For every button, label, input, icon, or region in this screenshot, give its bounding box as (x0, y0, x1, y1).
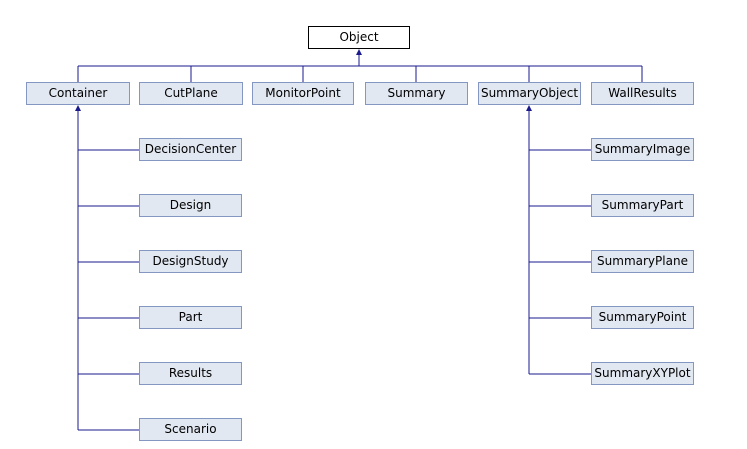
node-object[interactable]: Object (308, 26, 410, 49)
edge-container-children (75, 105, 140, 431)
node-part[interactable]: Part (139, 306, 242, 329)
node-results[interactable]: Results (139, 362, 242, 385)
node-summary[interactable]: Summary (365, 82, 468, 105)
node-summaryxyplot[interactable]: SummaryXYPlot (591, 362, 694, 385)
node-design[interactable]: Design (139, 194, 242, 217)
node-container[interactable]: Container (26, 82, 130, 105)
arrowhead-container (75, 105, 81, 111)
node-cutplane[interactable]: CutPlane (139, 82, 243, 105)
node-summarypoint[interactable]: SummaryPoint (591, 306, 694, 329)
node-decisioncenter[interactable]: DecisionCenter (139, 138, 242, 161)
arrowhead-object (356, 49, 362, 55)
node-summaryobject[interactable]: SummaryObject (478, 82, 581, 105)
node-summarypart[interactable]: SummaryPart (591, 194, 694, 217)
node-monitorpoint[interactable]: MonitorPoint (252, 82, 354, 105)
edge-object-level1 (77, 49, 643, 82)
node-summaryimage[interactable]: SummaryImage (591, 138, 694, 161)
node-wallresults[interactable]: WallResults (591, 82, 694, 105)
node-designstudy[interactable]: DesignStudy (139, 250, 242, 273)
node-summaryplane[interactable]: SummaryPlane (591, 250, 694, 273)
node-scenario[interactable]: Scenario (139, 418, 242, 441)
edge-summaryobject-children (526, 105, 591, 375)
arrowhead-summaryobject (526, 105, 532, 111)
